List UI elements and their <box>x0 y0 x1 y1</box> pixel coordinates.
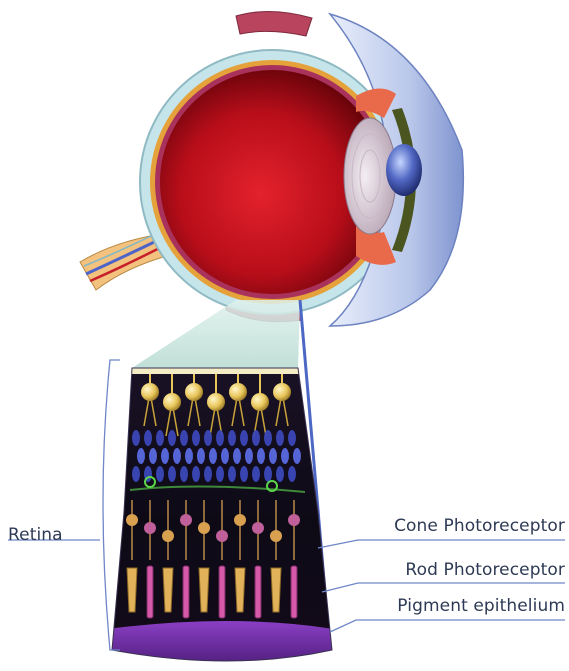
rod-photoreceptor <box>219 566 225 618</box>
bipolar-cell <box>216 430 224 446</box>
bipolar-cell <box>257 448 265 464</box>
bipolar-cell <box>132 430 140 446</box>
ganglion-cell <box>185 383 203 401</box>
cone-nucleus <box>162 530 174 542</box>
ganglion-cell <box>273 383 291 401</box>
bipolar-cell <box>252 466 260 482</box>
rod-photoreceptor <box>255 566 261 618</box>
cone-photoreceptor <box>199 568 209 612</box>
bipolar-cell <box>149 448 157 464</box>
bipolar-cell <box>156 430 164 446</box>
ganglion-cell <box>163 393 181 411</box>
bipolar-cell <box>264 466 272 482</box>
bipolar-cell <box>228 430 236 446</box>
bipolar-cell <box>144 430 152 446</box>
eye-cross-section <box>80 11 463 326</box>
bipolar-cell <box>209 448 217 464</box>
bipolar-cell <box>180 430 188 446</box>
cone-nucleus <box>198 522 210 534</box>
bipolar-cell <box>276 466 284 482</box>
bipolar-cell <box>269 448 277 464</box>
pigment-epithelium-layer <box>100 621 340 671</box>
superior-muscle <box>236 11 312 36</box>
bipolar-cell <box>245 448 253 464</box>
retina-cross-section <box>100 360 340 671</box>
bipolar-cell <box>221 448 229 464</box>
cone-photoreceptor-label: Cone Photoreceptor <box>394 516 565 536</box>
rod-nucleus <box>216 530 228 542</box>
cone-photoreceptor <box>235 568 245 612</box>
ganglion-cell <box>229 383 247 401</box>
pupil <box>386 144 422 196</box>
rod-nucleus <box>288 514 300 526</box>
bipolar-cell <box>293 448 301 464</box>
bipolar-cell <box>192 430 200 446</box>
rod-photoreceptor <box>147 566 153 618</box>
bipolar-cell <box>288 430 296 446</box>
cone-photoreceptor <box>127 568 137 612</box>
bipolar-cell <box>156 466 164 482</box>
rod-photoreceptor <box>183 566 189 618</box>
bipolar-cell <box>173 448 181 464</box>
cone-nucleus <box>234 514 246 526</box>
rod-photoreceptor-label: Rod Photoreceptor <box>405 560 565 580</box>
ganglion-cell <box>251 393 269 411</box>
cone-photoreceptor <box>163 568 173 612</box>
pigment-leader <box>330 620 565 632</box>
cone-photoreceptor <box>271 568 281 612</box>
cone-nucleus <box>270 530 282 542</box>
bipolar-cell <box>204 430 212 446</box>
cone-leader <box>318 540 565 548</box>
bipolar-cell <box>240 466 248 482</box>
cone-nucleus <box>126 514 138 526</box>
rod-photoreceptor <box>291 566 297 618</box>
bipolar-cell <box>252 430 260 446</box>
bipolar-cell <box>228 466 236 482</box>
rod-nucleus <box>252 522 264 534</box>
rod-nucleus <box>144 522 156 534</box>
bipolar-cell <box>197 448 205 464</box>
bipolar-cell <box>264 430 272 446</box>
bipolar-cell <box>132 466 140 482</box>
bipolar-cell <box>161 448 169 464</box>
bipolar-cell <box>288 466 296 482</box>
bipolar-cell <box>281 448 289 464</box>
rod-nucleus <box>180 514 192 526</box>
bipolar-cell <box>216 466 224 482</box>
magnification-cone <box>132 300 300 368</box>
ganglion-cell <box>141 383 159 401</box>
bipolar-cell <box>276 430 284 446</box>
retina-bracket <box>8 360 120 650</box>
bipolar-cell <box>185 448 193 464</box>
ganglion-cell <box>207 393 225 411</box>
bipolar-cell <box>168 466 176 482</box>
rod-leader <box>322 583 565 592</box>
bipolar-cell <box>180 466 188 482</box>
bipolar-cell <box>204 466 212 482</box>
bipolar-cell <box>233 448 241 464</box>
bipolar-cell <box>137 448 145 464</box>
bipolar-cell <box>240 430 248 446</box>
pigment-epithelium-label: Pigment epithelium <box>397 596 565 616</box>
retina-label: Retina <box>8 525 63 545</box>
bipolar-cell <box>192 466 200 482</box>
bipolar-cell <box>168 430 176 446</box>
